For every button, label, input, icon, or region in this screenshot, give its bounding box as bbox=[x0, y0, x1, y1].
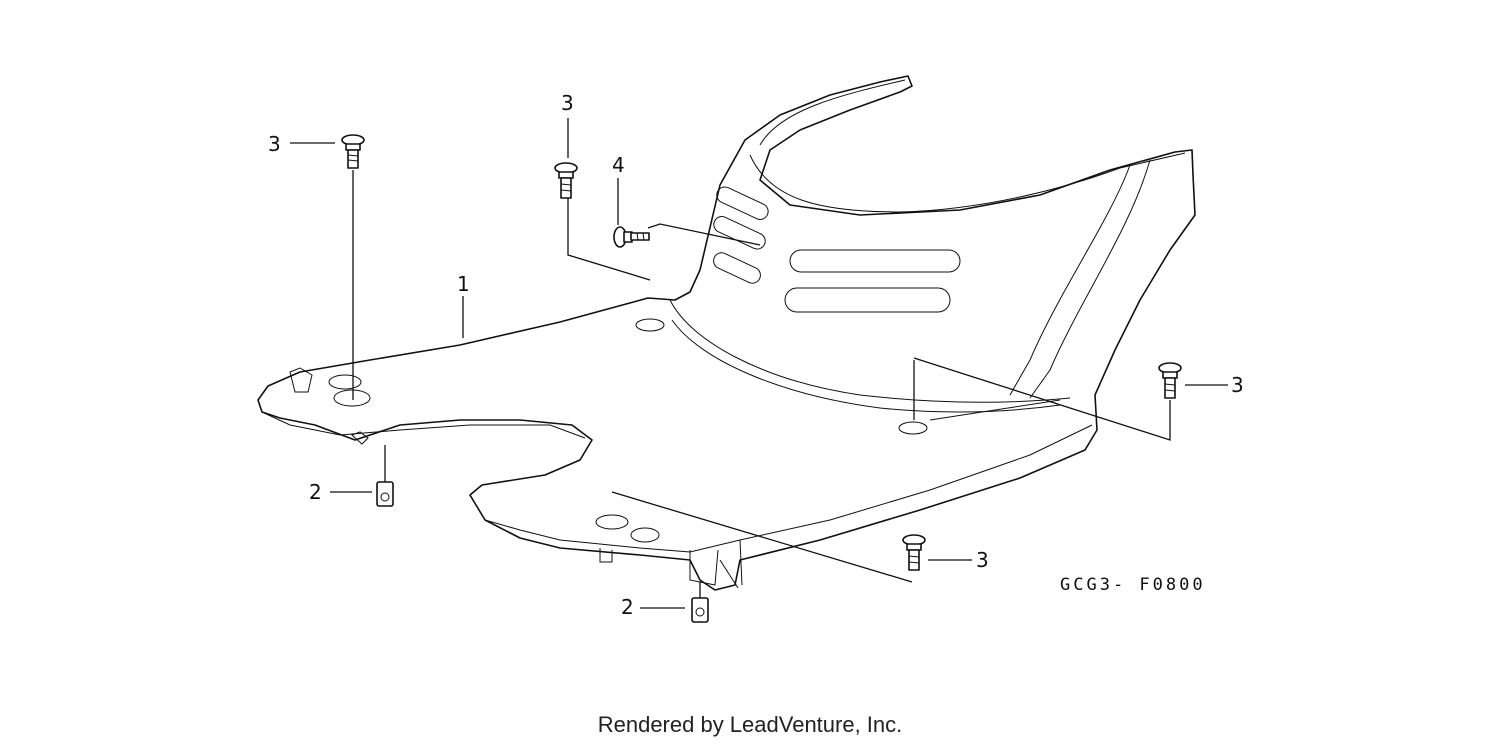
callout-1: 1 bbox=[457, 272, 470, 296]
clip-nut-icon-2a bbox=[376, 481, 394, 507]
clip-nut-icon-2b bbox=[691, 597, 709, 623]
screw-icon-3a bbox=[341, 134, 365, 169]
screw-icon-3b bbox=[554, 162, 578, 199]
callout-3-bottom: 3 bbox=[976, 548, 989, 572]
callout-3-top: 3 bbox=[561, 91, 574, 115]
diagram-code: GCG3- F0800 bbox=[1060, 575, 1206, 595]
callout-2-bottom: 2 bbox=[621, 595, 634, 619]
footer-credit: Rendered by LeadVenture, Inc. bbox=[597, 712, 903, 737]
bolt-icon-4 bbox=[613, 226, 650, 248]
callout-3-right: 3 bbox=[1231, 373, 1244, 397]
callout-3-left: 3 bbox=[268, 132, 281, 156]
callout-4: 4 bbox=[612, 153, 625, 177]
callout-2-left: 2 bbox=[309, 480, 322, 504]
screw-icon-3d bbox=[902, 534, 926, 571]
screw-icon-3c bbox=[1158, 362, 1182, 399]
leader-lines bbox=[290, 118, 1228, 609]
floor-panel bbox=[257, 75, 1196, 591]
